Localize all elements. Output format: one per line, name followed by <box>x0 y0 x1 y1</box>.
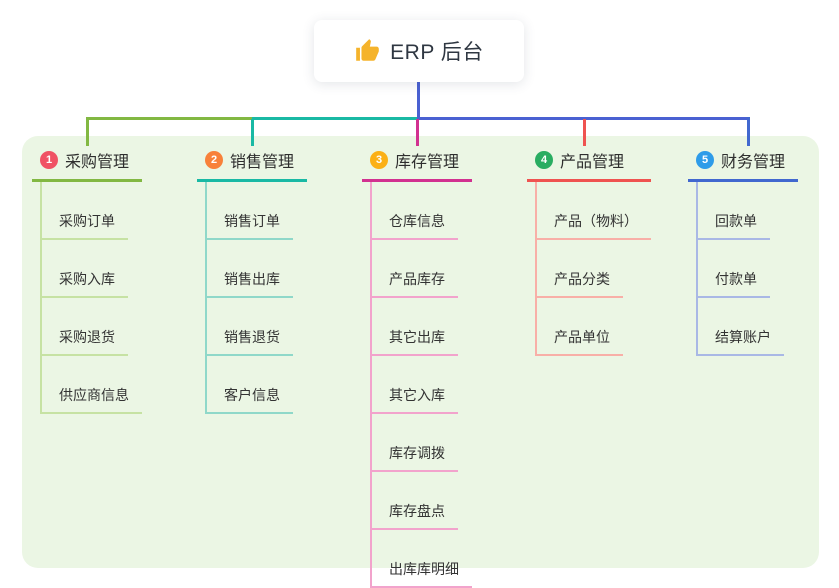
root-node[interactable]: ERP 后台 <box>314 20 524 82</box>
branch-sales: 2 销售管理 销售订单 销售出库 销售退货 客户信息 <box>197 146 307 414</box>
child-node[interactable]: 回款单 <box>698 182 770 240</box>
branch-children: 产品（物料） 产品分类 产品单位 <box>535 182 651 356</box>
child-node[interactable]: 销售出库 <box>207 240 293 298</box>
branch-label: 财务管理 <box>721 154 786 171</box>
child-node[interactable]: 产品单位 <box>537 298 623 356</box>
drop-line-sales <box>251 119 254 146</box>
drop-line-inventory <box>416 119 419 146</box>
child-node[interactable]: 采购入库 <box>42 240 128 298</box>
drop-line-product <box>583 119 586 146</box>
branch-node-inventory[interactable]: 3 库存管理 <box>362 146 472 182</box>
branch-children: 采购订单 采购入库 采购退货 供应商信息 <box>40 182 142 414</box>
child-node[interactable]: 产品分类 <box>537 240 623 298</box>
branch-node-sales[interactable]: 2 销售管理 <box>197 146 307 182</box>
branch-inventory: 3 库存管理 仓库信息 产品库存 其它出库 其它入库 库存调拨 库存盘点 出库库… <box>362 146 472 588</box>
child-node[interactable]: 仓库信息 <box>372 182 458 240</box>
branch-node-product[interactable]: 4 产品管理 <box>527 146 651 182</box>
branch-label: 销售管理 <box>230 154 295 171</box>
child-node[interactable]: 客户信息 <box>207 356 293 414</box>
drop-line-purchase <box>86 117 89 146</box>
branch-children: 销售订单 销售出库 销售退货 客户信息 <box>205 182 307 414</box>
branch-finance: 5 财务管理 回款单 付款单 结算账户 <box>688 146 798 356</box>
drop-line-finance <box>747 117 750 146</box>
child-node[interactable]: 付款单 <box>698 240 770 298</box>
child-node[interactable]: 产品库存 <box>372 240 458 298</box>
child-node[interactable]: 出库库明细 <box>372 530 472 588</box>
child-node[interactable]: 库存调拨 <box>372 414 458 472</box>
bus-line-purchase <box>86 117 254 120</box>
badge-5: 5 <box>696 151 714 169</box>
thumbs-up-icon <box>354 38 380 64</box>
child-node[interactable]: 其它出库 <box>372 298 458 356</box>
branch-node-finance[interactable]: 5 财务管理 <box>688 146 798 182</box>
branch-product: 4 产品管理 产品（物料） 产品分类 产品单位 <box>527 146 651 356</box>
branches-panel <box>22 136 819 568</box>
branch-purchase: 1 采购管理 采购订单 采购入库 采购退货 供应商信息 <box>32 146 142 414</box>
child-node[interactable]: 采购退货 <box>42 298 128 356</box>
child-node[interactable]: 采购订单 <box>42 182 128 240</box>
child-node[interactable]: 其它入库 <box>372 356 458 414</box>
branch-label: 库存管理 <box>395 154 460 171</box>
bus-line-finance <box>417 117 750 120</box>
branch-node-purchase[interactable]: 1 采购管理 <box>32 146 142 182</box>
root-connector-line <box>417 82 420 117</box>
child-node[interactable]: 销售订单 <box>207 182 293 240</box>
branch-children: 仓库信息 产品库存 其它出库 其它入库 库存调拨 库存盘点 出库库明细 <box>370 182 472 588</box>
badge-2: 2 <box>205 151 223 169</box>
child-node[interactable]: 供应商信息 <box>42 356 142 414</box>
child-node[interactable]: 库存盘点 <box>372 472 458 530</box>
badge-1: 1 <box>40 151 58 169</box>
badge-4: 4 <box>535 151 553 169</box>
child-node[interactable]: 产品（物料） <box>537 182 651 240</box>
branch-children: 回款单 付款单 结算账户 <box>696 182 798 356</box>
root-node-label: ERP 后台 <box>390 41 484 64</box>
child-node[interactable]: 销售退货 <box>207 298 293 356</box>
bus-line-sales <box>252 117 418 120</box>
child-node[interactable]: 结算账户 <box>698 298 784 356</box>
branch-label: 产品管理 <box>560 154 625 171</box>
branch-label: 采购管理 <box>65 154 130 171</box>
badge-3: 3 <box>370 151 388 169</box>
